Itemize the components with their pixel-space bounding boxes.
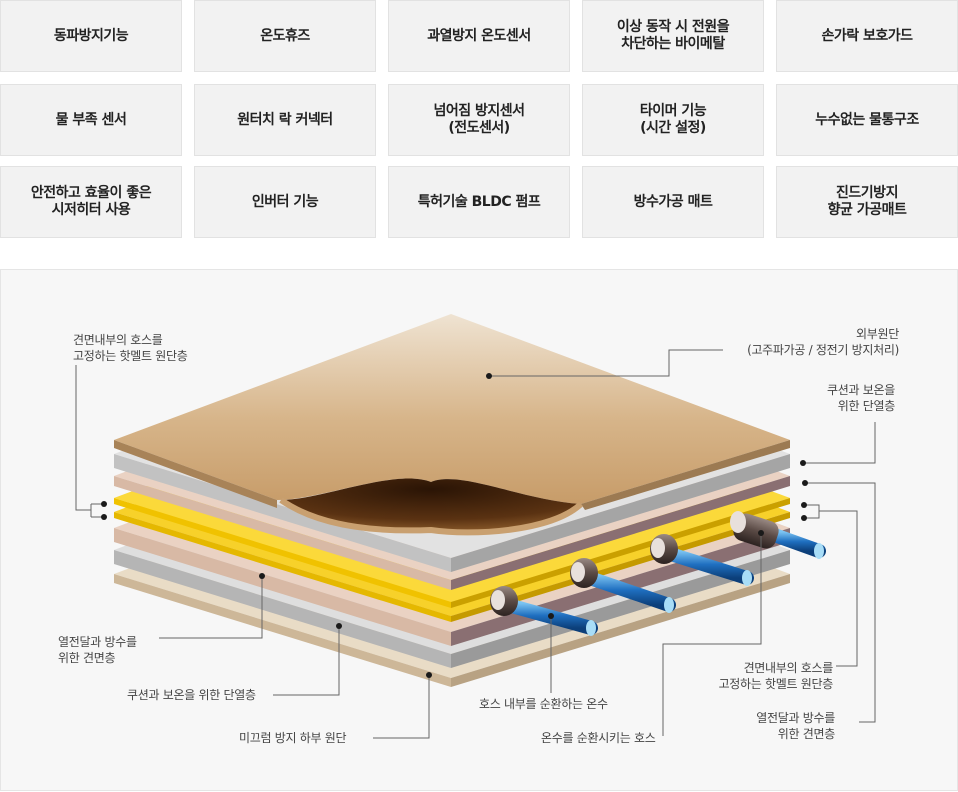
feature-cell: 손가락 보호가드: [776, 0, 958, 72]
feature-cell: 타이머 기능 (시간 설정): [582, 84, 764, 156]
label-right-heat: 열전달과 방수를 위한 견면층: [756, 711, 835, 741]
label-top-left-felt: 견면내부의 호스를 고정하는 핫멜트 원단층: [73, 333, 188, 363]
label-left-heat: 열전달과 방수를 위한 견면층: [58, 635, 137, 665]
feature-cell: 누수없는 물통구조: [776, 84, 958, 156]
feature-cell: 물 부족 센서: [0, 84, 182, 156]
feature-cell: 원터치 락 커넥터: [194, 84, 376, 156]
feature-cell: 온도휴즈: [194, 0, 376, 72]
label-right-felt: 견면내부의 호스를 고정하는 핫멜트 원단층: [718, 661, 834, 691]
label-circulating-water: 호스 내부를 순환하는 온수: [479, 697, 608, 711]
layer-illustration: [75, 314, 876, 739]
label-left-cushion: 쿠션과 보온을 위한 단열층: [127, 688, 256, 702]
hose: [650, 534, 754, 586]
label-outer-fabric: 외부원단 (고주파가공 / 정전기 방지처리): [747, 327, 899, 357]
feature-cell: 진드기방지 향균 가공매트: [776, 166, 958, 238]
feature-cell: 인버터 기능: [194, 166, 376, 238]
leader-lines: [75, 349, 876, 739]
outer-fabric-layer: [114, 314, 790, 536]
hose: [570, 558, 676, 613]
feature-cell: 과열방지 온도센서: [388, 0, 570, 72]
feature-grid: 동파방지기능 온도휴즈 과열방지 온도센서 이상 동작 시 전원을 차단하는 바…: [0, 0, 958, 240]
feature-cell: 안전하고 효율이 좋은 시저히터 사용: [0, 166, 182, 238]
callout-dots: [101, 373, 808, 678]
label-nonslip-base: 미끄럼 방지 하부 원단: [239, 731, 347, 745]
label-circulation-hose: 온수를 순환시키는 호스: [541, 731, 656, 745]
feature-cell: 동파방지기능: [0, 0, 182, 72]
feature-cell: 방수가공 매트: [582, 166, 764, 238]
feature-cell: 특허기술 BLDC 펌프: [388, 166, 570, 238]
feature-cell: 이상 동작 시 전원을 차단하는 바이메탈: [582, 0, 764, 72]
hose-group: [490, 511, 826, 636]
hose: [490, 586, 598, 636]
mat-layer-diagram: 견면내부의 호스를 고정하는 핫멜트 원단층 외부원단 (고주파가공 / 정전기…: [0, 269, 958, 791]
hose: [730, 511, 826, 559]
label-right-cushion: 쿠션과 보온을 위한 단열층: [827, 383, 895, 413]
feature-cell: 넘어짐 방지센서 (전도센서): [388, 84, 570, 156]
